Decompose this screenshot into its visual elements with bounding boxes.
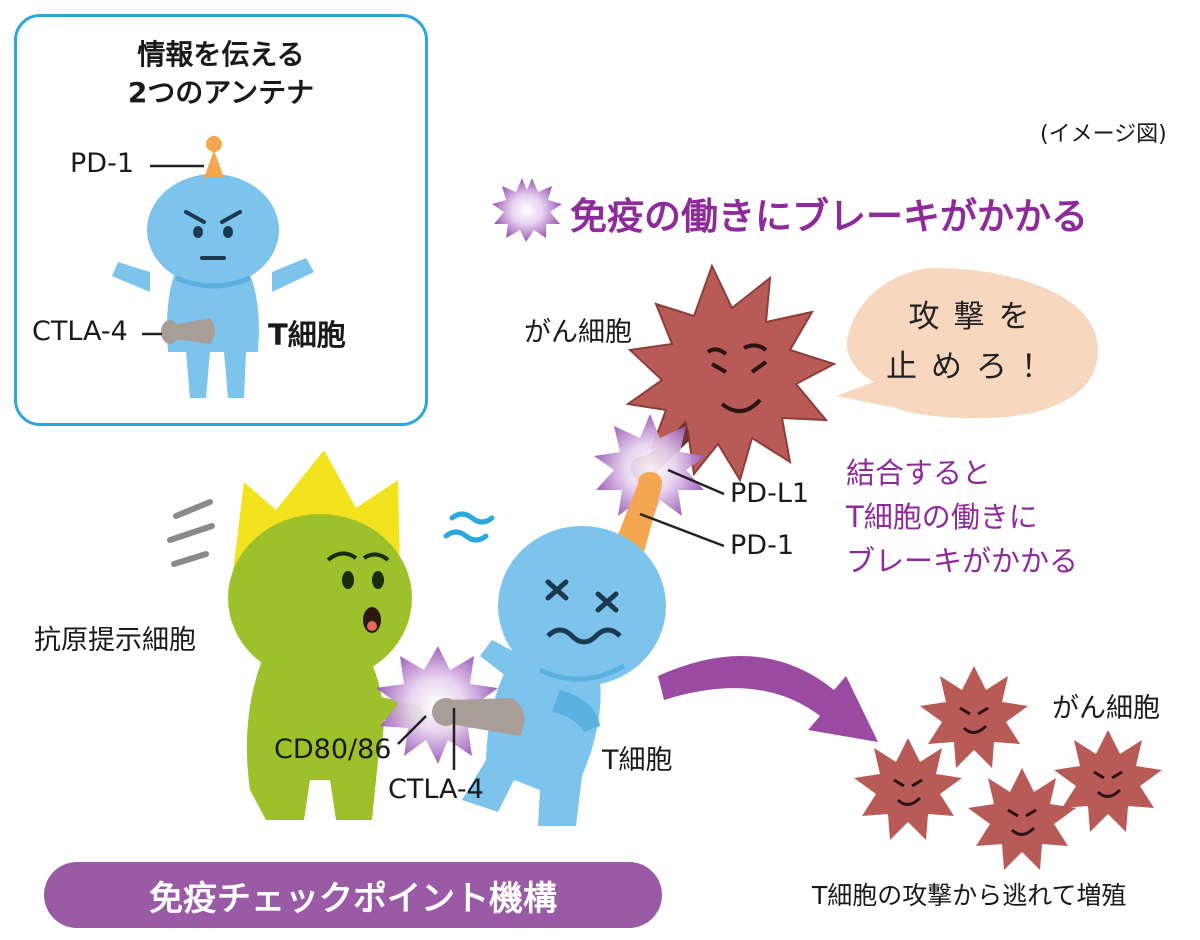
apc-label: 抗原提示細胞 (34, 625, 196, 656)
inset-ctla4-receptor (161, 318, 215, 344)
small-cancer-cell-1 (920, 666, 1028, 768)
speech-bubble-line1: 攻撃を (908, 299, 1044, 335)
inset-pd1-antenna (204, 136, 224, 178)
inset-title-line2: 2つのアンテナ (127, 76, 315, 109)
cd80-label: CD80/86 (274, 734, 392, 765)
small-cancer-cell-2 (854, 738, 962, 840)
pdl1-label: PD-L1 (730, 478, 810, 509)
ctla4-label: CTLA-4 (388, 774, 484, 805)
binding-note-line3: ブレーキがかかる (846, 544, 1079, 578)
apc-illustration (228, 450, 426, 820)
image-note: (イメージ図) (1040, 122, 1167, 147)
ctla4-receptor (432, 698, 525, 736)
pd1-label: PD-1 (730, 530, 794, 561)
inset-title-line1: 情報を伝える (137, 38, 305, 71)
apc-shock-lines (167, 499, 215, 567)
inset-tcell-label: T細胞 (268, 318, 346, 352)
small-cancer-cell-3 (968, 768, 1076, 870)
large-cancer-cell (625, 263, 837, 483)
pdl1-leader (667, 468, 725, 496)
speech-bubble-line2: 止めろ！ (886, 349, 1066, 385)
pd1-antenna (616, 472, 662, 552)
escape-caption: T細胞の攻撃から逃れて増殖 (812, 881, 1127, 910)
cancer-cells-label: がん細胞 (1052, 693, 1160, 724)
headline-burst-icon (492, 178, 562, 242)
checkpoint-banner: 免疫チェックポイント機構 (44, 862, 662, 928)
cd80-leader (397, 715, 427, 745)
binding-note-line1: 結合すると (846, 456, 992, 490)
tcell-illustration (462, 526, 666, 826)
escape-arrow-icon (658, 656, 878, 742)
small-cancer-cell-4 (1054, 730, 1162, 832)
headline: 免疫の働きにブレーキがかかる (570, 195, 1088, 238)
binding-burst (594, 414, 706, 524)
tcell-label: T細胞 (602, 745, 673, 776)
cancer-cell-label: がん細胞 (524, 317, 632, 348)
inset-ctla4-label: CTLA-4 (32, 316, 128, 347)
pd1-leader (639, 512, 725, 548)
antenna-inset-panel (14, 14, 428, 426)
tcell-wave-lines (443, 511, 495, 543)
speech-bubble (836, 268, 1098, 419)
inset-pd1-label: PD-1 (70, 148, 134, 179)
binding-note-line2: T細胞の働きに (846, 500, 1038, 534)
